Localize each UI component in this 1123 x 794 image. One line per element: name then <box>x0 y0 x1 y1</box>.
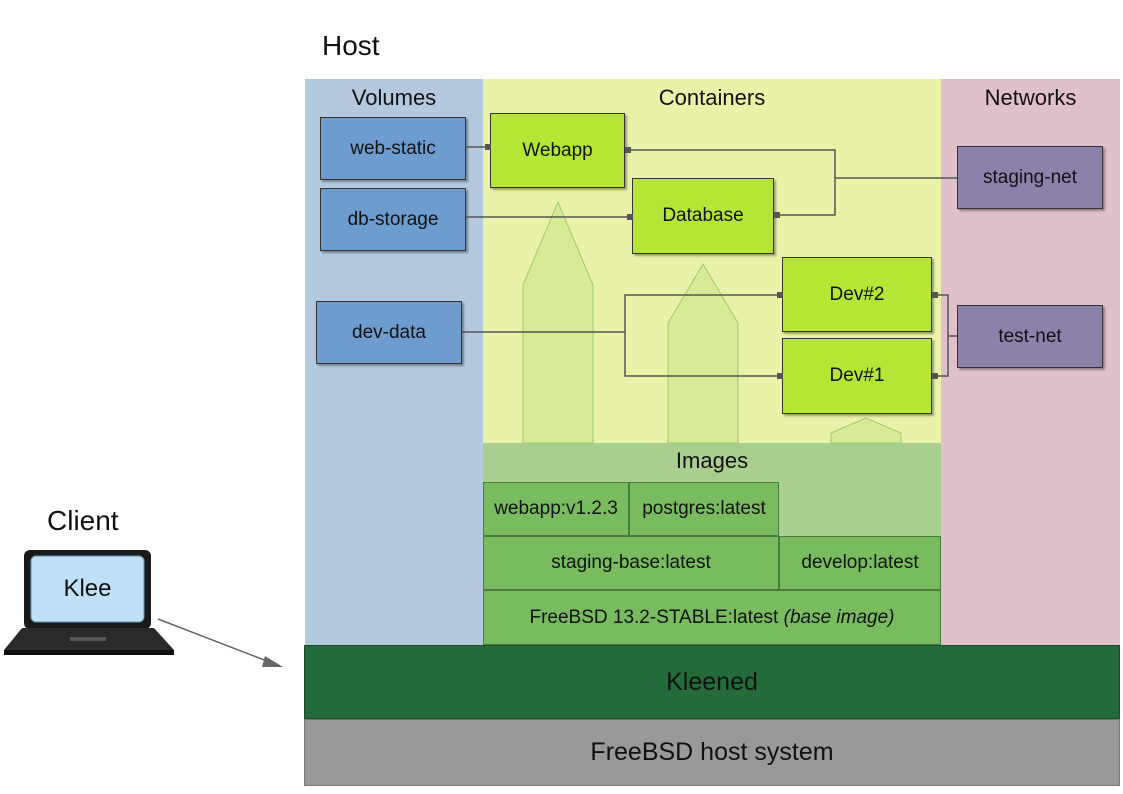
container-dev1[interactable]: Dev#1 <box>782 338 932 414</box>
port-database-right <box>774 212 780 218</box>
container-dev2[interactable]: Dev#2 <box>782 257 932 332</box>
image-postgres[interactable]: postgres:latest <box>629 482 779 536</box>
images-title: Images <box>675 448 749 473</box>
container-webapp[interactable]: Webapp <box>490 113 625 188</box>
client-title: Client <box>47 505 119 536</box>
image-webapp[interactable]: webapp:v1.2.3 <box>483 482 629 536</box>
link-dev-data-dev2 <box>462 294 782 333</box>
image-develop[interactable]: develop:latest <box>779 536 941 590</box>
database-image-arrow <box>667 263 739 444</box>
laptop-screen-label: Klee <box>63 575 112 602</box>
port-webapp-right <box>625 147 631 153</box>
kleened-layer: Kleened <box>304 645 1120 719</box>
link-dev-data-dev1 <box>624 332 782 377</box>
image-freebsd-base-note: (base image) <box>783 606 895 628</box>
port-dev2-left <box>777 292 783 298</box>
networks-title: Networks <box>984 85 1077 110</box>
image-freebsd-base[interactable]: FreeBSD 13.2-STABLE:latest (base image) <box>483 590 941 645</box>
container-database[interactable]: Database <box>632 178 774 254</box>
volume-db-storage[interactable]: db-storage <box>320 188 466 251</box>
host-title: Host <box>322 30 380 61</box>
link-webapp-staging <box>625 149 836 216</box>
freebsd-host-layer: FreeBSD host system <box>304 719 1120 786</box>
volume-dev-data[interactable]: dev-data <box>316 301 462 364</box>
port-webapp-left <box>485 144 491 150</box>
image-freebsd-base-label: FreeBSD 13.2-STABLE:latest <box>529 606 779 628</box>
port-database-left <box>627 214 633 220</box>
webapp-image-arrow <box>522 200 594 444</box>
dev-image-arrow <box>830 417 902 444</box>
image-staging-base[interactable]: staging-base:latest <box>483 536 779 590</box>
client-arrow-line <box>157 618 273 664</box>
containers-title: Containers <box>658 85 766 110</box>
port-dev2-right <box>932 292 938 298</box>
laptop-icon <box>4 550 174 655</box>
network-staging-net[interactable]: staging-net <box>957 146 1103 209</box>
port-dev1-right <box>932 373 938 379</box>
client-arrow-head <box>262 656 283 667</box>
volumes-title: Volumes <box>351 85 437 110</box>
port-dev1-left <box>777 373 783 379</box>
volume-web-static[interactable]: web-static <box>320 117 466 180</box>
network-test-net[interactable]: test-net <box>957 305 1103 368</box>
